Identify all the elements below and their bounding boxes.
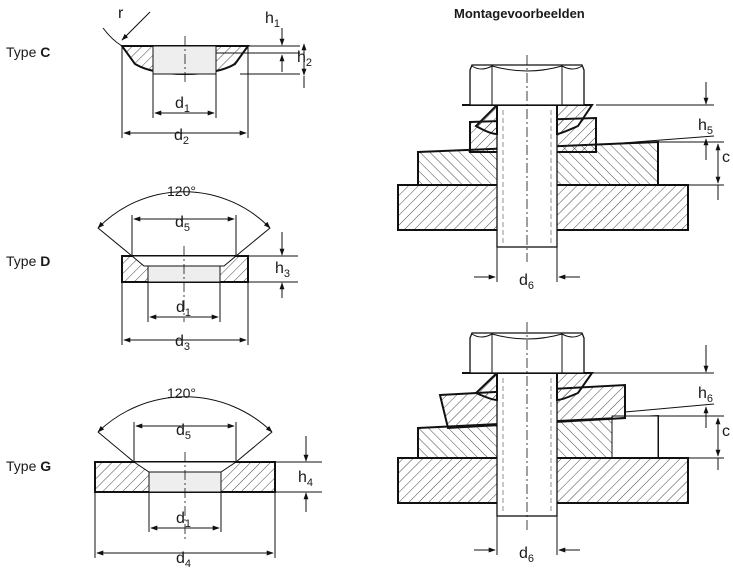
type-g-washer xyxy=(94,396,322,558)
dim-h3-label: h3 xyxy=(275,260,290,280)
dim-d6-label-1: d6 xyxy=(519,272,534,292)
dim-d4-label: d4 xyxy=(176,550,191,568)
radius-label: r xyxy=(118,5,124,22)
section-title: Montagevoorbeelden xyxy=(454,6,585,21)
type-g-label: Type G xyxy=(6,458,51,474)
dim-d1-label-c: d1 xyxy=(175,95,190,115)
angle-label-d: 120° xyxy=(167,183,196,199)
type-c-label: Type C xyxy=(6,44,50,60)
assembly-example-c xyxy=(397,55,724,282)
dim-h2-label: h2 xyxy=(297,49,312,69)
type-d-washer xyxy=(97,191,298,345)
dim-d3-label: d3 xyxy=(175,333,190,353)
dim-h6-label: h6 xyxy=(698,385,713,405)
dim-d1-label-d: d1 xyxy=(176,299,191,319)
assembly-example-g xyxy=(397,322,724,555)
dim-d1-label-g: d1 xyxy=(176,510,191,530)
dim-d2-label: d2 xyxy=(174,127,189,147)
dim-h5-label: h5 xyxy=(698,117,713,137)
dim-c-label-1: c xyxy=(722,149,730,166)
dim-h1-label: h1 xyxy=(265,10,280,30)
dim-h4-label: h4 xyxy=(298,469,313,489)
dim-d6-label-2: d6 xyxy=(519,545,534,565)
dim-d5-label-d: d5 xyxy=(175,214,190,234)
dim-c-label-2: c xyxy=(722,423,730,440)
type-c-washer xyxy=(102,11,307,138)
angle-label-g: 120° xyxy=(167,385,196,401)
dim-d5-label-g: d5 xyxy=(176,422,191,442)
type-d-label: Type D xyxy=(6,253,50,269)
